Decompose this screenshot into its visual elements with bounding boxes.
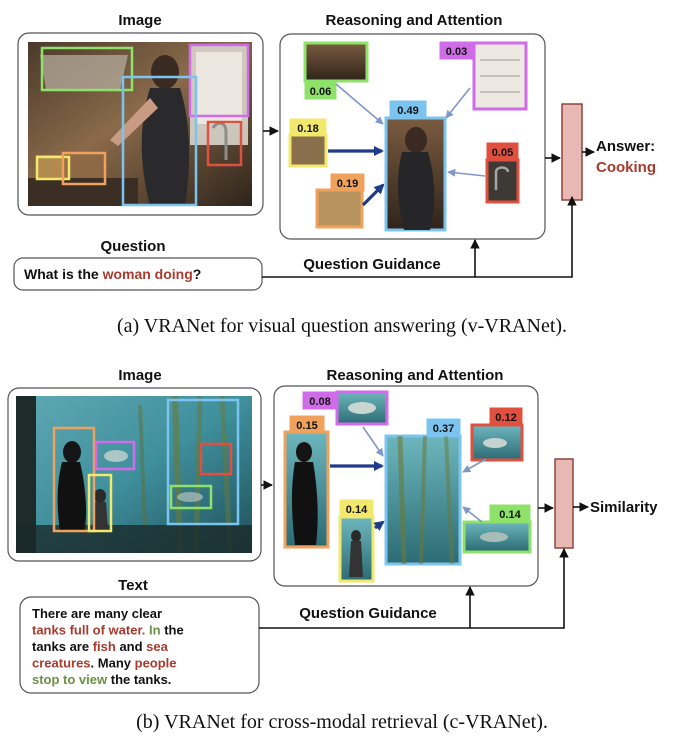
guidance-line-to-fusion-a <box>262 196 577 278</box>
caption-b: (b) VRANet for cross-modal retrieval (c-… <box>136 711 548 733</box>
text-segment: people <box>135 656 177 671</box>
attn-board-a <box>361 183 385 207</box>
panel-a: Image Reasoning and Attention <box>13 12 656 337</box>
text-segment: the tanks. <box>107 672 171 687</box>
panel-b: Image Reasoning and Attention <box>7 367 658 733</box>
box-hood <box>40 46 134 92</box>
text-segment: sea <box>146 639 168 654</box>
question-title: Question <box>100 238 165 255</box>
score-kelp: 0.37 <box>433 423 454 435</box>
caption-a: (a) VRANet for visual question answering… <box>117 315 567 337</box>
attn-fish-top-b <box>362 426 384 457</box>
box-window <box>188 43 250 118</box>
reasoning-title-a: Reasoning and Attention <box>326 12 503 29</box>
attn-faucet-a <box>447 168 486 177</box>
question-part-2: woman doing <box>102 266 193 282</box>
text-segment: fish <box>93 639 116 654</box>
question-part-3: ? <box>193 266 202 282</box>
text-segment: creatures <box>32 656 91 671</box>
similarity-label: Similarity <box>590 499 658 516</box>
question-part-1: What is the <box>24 266 103 282</box>
text-line: There are many clear <box>32 606 162 621</box>
crop-fish-bottom: 0.14 <box>462 504 532 554</box>
box-person <box>52 426 96 533</box>
score-fish-bottom: 0.14 <box>499 509 521 521</box>
box-fish-bottom <box>169 484 213 510</box>
text-segment: In <box>145 623 164 638</box>
box-fish-top <box>94 440 136 471</box>
crop-kelp: 0.37 <box>384 418 462 566</box>
text-segment: tanks are <box>32 639 93 654</box>
score-pot: 0.18 <box>297 123 318 135</box>
question-box <box>13 257 263 291</box>
question-text: What is the woman doing? <box>24 266 201 282</box>
box-kelp <box>166 398 240 526</box>
score-window: 0.03 <box>446 46 467 58</box>
text-segment: the <box>164 623 184 638</box>
reasoning-title-b: Reasoning and Attention <box>327 367 504 384</box>
text-segment: tanks full of water. <box>32 623 145 638</box>
score-person: 0.15 <box>296 420 317 432</box>
text-box <box>19 596 260 694</box>
crop-hood: 0.06 <box>303 41 369 100</box>
crop-pot: 0.18 <box>288 118 328 168</box>
score-board: 0.19 <box>337 178 358 190</box>
text-paragraph: There are many clear tanks full of water.… <box>32 606 184 687</box>
attn-hood-a <box>335 83 384 125</box>
score-child: 0.14 <box>346 504 368 516</box>
box-woman <box>121 75 198 207</box>
text-segment: stop to view <box>32 672 108 687</box>
crop-board: 0.19 <box>315 173 365 229</box>
text-segment: There are many clear <box>32 606 162 621</box>
image-title-a: Image <box>118 12 161 29</box>
fusion-block-b <box>554 458 574 549</box>
text-line: tanks are fish and sea <box>32 639 169 654</box>
crop-window: 0.03 <box>439 41 528 111</box>
guidance-label-a: Question Guidance <box>303 256 441 273</box>
text-line: tanks full of water. In the <box>32 623 184 638</box>
answer-value: Cooking <box>596 159 656 176</box>
text-segment: and <box>116 639 146 654</box>
guidance-label-b: Question Guidance <box>299 605 437 622</box>
box-fish-right <box>199 442 233 476</box>
attn-child-b <box>373 520 385 532</box>
crop-fish-top: 0.08 <box>302 390 389 426</box>
answer-label: Answer: <box>596 138 655 155</box>
text-line: creatures. Many people <box>32 656 177 671</box>
box-pot <box>35 155 71 181</box>
crop-person: 0.15 <box>283 415 330 549</box>
fusion-block-a <box>561 103 583 201</box>
score-faucet: 0.05 <box>492 147 513 159</box>
score-woman: 0.49 <box>397 105 418 117</box>
crop-fish-right: 0.12 <box>470 407 524 462</box>
attn-window-a <box>445 87 471 119</box>
guidance-line-to-fusion-b <box>259 548 569 629</box>
box-board <box>61 151 107 186</box>
box-faucet <box>206 120 243 167</box>
kitchen-photo <box>28 42 252 206</box>
crop-child: 0.14 <box>338 499 375 583</box>
crop-faucet: 0.05 <box>485 142 520 204</box>
box-child <box>87 473 113 533</box>
attn-fish-right-b <box>462 458 487 473</box>
text-segment: . Many <box>91 656 135 671</box>
text-title: Text <box>118 577 148 594</box>
image-title-b: Image <box>118 367 161 384</box>
attn-fish-bottom-b <box>462 506 483 523</box>
score-fish-right: 0.12 <box>495 412 516 424</box>
crop-woman: 0.49 <box>384 100 447 232</box>
score-fish-top: 0.08 <box>309 396 330 408</box>
text-line: stop to view the tanks. <box>32 672 171 687</box>
score-hood: 0.06 <box>310 86 331 98</box>
